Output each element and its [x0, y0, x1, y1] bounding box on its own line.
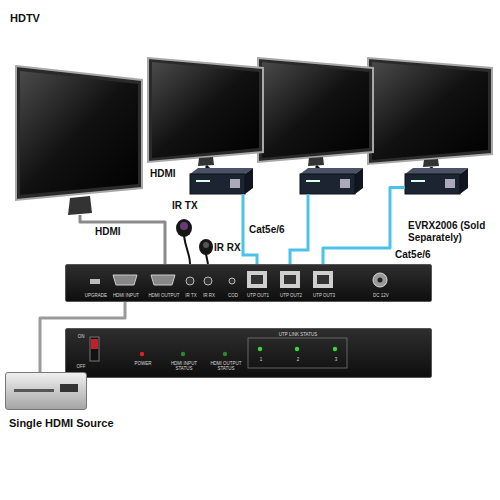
panel-text: UTP OUT3 [313, 293, 335, 298]
panel-text: OFF [77, 364, 86, 369]
hdmi-cable [206, 166, 214, 174]
ir-cable [184, 236, 190, 264]
receiver-logo [306, 180, 320, 182]
ir-cable [206, 254, 208, 264]
device-label: Single HDMI Source [9, 417, 139, 430]
source-device: Single HDMI Source [5, 372, 87, 410]
receiver-box [300, 174, 355, 194]
receiver-box [190, 174, 245, 194]
receiver-logo [196, 180, 210, 182]
tv-screen [372, 62, 488, 160]
receiver-side [355, 168, 363, 194]
tv-screen [152, 62, 259, 158]
cable-label: Cat5e/6 [249, 224, 285, 236]
rj45-port [230, 179, 240, 188]
cable-label: HDMI [150, 168, 176, 180]
tv-stand [68, 196, 92, 215]
splitter-front-panel: ON OFF POWER HDMI INPUT STATUS HDMI OUTPUT S… [65, 328, 432, 378]
receiver-side [460, 168, 468, 194]
panel-text: IR RX [203, 293, 215, 298]
panel-text: HDMI INPUT STATUS [167, 361, 201, 371]
receiver-side [245, 168, 253, 194]
cable-connector [323, 188, 405, 265]
receiver-top [300, 168, 363, 174]
panel-text: HDMI INPUT [113, 293, 139, 298]
ir-tx-lens [180, 222, 188, 230]
splitter-rear-panel: UPGRADE HDMI INPUT HDMI OUTPUT IR TX IR RX CO… [65, 264, 432, 302]
tv-screen [20, 71, 138, 195]
panel-text: POWER [134, 361, 151, 366]
panel-text: HDMI OUTPUT [148, 293, 179, 298]
ir-rx-sensor [199, 239, 213, 255]
hdmi-cable [431, 167, 434, 174]
receiver-top [405, 168, 468, 174]
panel-text: 1 [260, 357, 263, 362]
panel-text: IR TX [185, 293, 196, 298]
receiver-box: EVRX2006 (Sold Separately) [405, 168, 463, 194]
cable-label: Cat5e/6 [395, 249, 431, 261]
tv-frame [258, 58, 373, 162]
tv-screen: HDTV [15, 65, 143, 215]
panel-text: DC 12V [373, 293, 389, 298]
panel-text: ON [78, 334, 85, 339]
panel-text: 3 [335, 357, 338, 362]
panel-text: UPGRADE [85, 293, 107, 298]
cable-label: HDMI [95, 226, 121, 238]
ir-tx-emitter [176, 219, 192, 237]
tv-screen [262, 62, 369, 158]
rj45-port [445, 179, 455, 188]
panel-text: UTP OUT1 [247, 293, 269, 298]
receiver-box [405, 174, 460, 194]
receiver-top [190, 168, 253, 174]
tv-stand [198, 157, 214, 166]
panel-text: 2 [297, 357, 300, 362]
tv-stand [308, 157, 324, 166]
tv-frame [16, 66, 142, 200]
signal-label: IR TX [172, 200, 198, 212]
device-label: EVRX2006 (Sold Separately) [408, 220, 500, 243]
hdmi-cable [316, 166, 324, 174]
tv-frame [148, 58, 263, 162]
signal-label: IR RX [214, 242, 241, 254]
rj45-port [340, 179, 350, 188]
cable-connector [80, 215, 165, 264]
panel-text: UTP LINK STATUS [279, 332, 318, 337]
device-label: HDTV [10, 12, 40, 25]
ir-rx-lens [203, 242, 209, 248]
tv-stand [423, 159, 439, 167]
panel-text: HDMI OUTPUT STATUS [208, 361, 244, 371]
panel-text: UTP OUT2 [280, 293, 302, 298]
cat-cable [290, 194, 308, 264]
receiver-logo [411, 180, 425, 182]
panel-text: COD [228, 293, 238, 298]
tv-frame [368, 58, 492, 164]
